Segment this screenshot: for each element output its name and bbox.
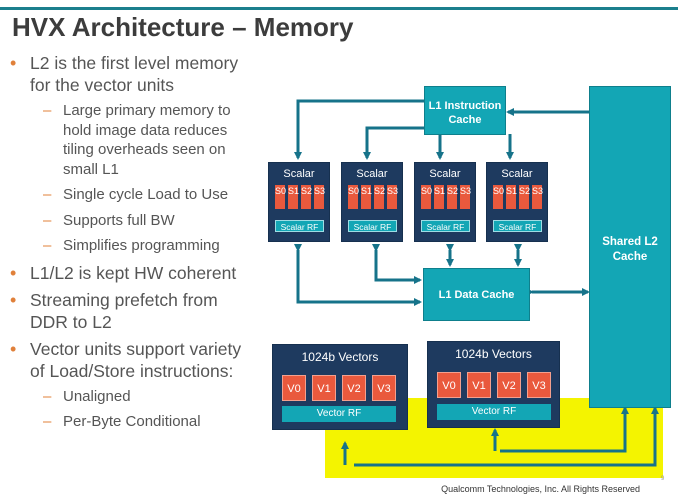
vector-register: V1 [312,375,336,401]
scalar-rf: Scalar RF [348,220,397,232]
bullet-dot-icon: • [10,53,17,73]
scalar-unit-label: Scalar [356,168,388,180]
vector-register: V3 [527,372,551,398]
scalar-register: S1 [361,185,372,209]
vector-register: V2 [342,375,366,401]
bullet-item: •Vector units support variety of Load/St… [10,338,242,381]
vector-rf: Vector RF [282,406,396,422]
scalar-register: S2 [519,185,530,209]
scalar-register: S3 [314,185,325,209]
scalar-register: S2 [447,185,458,209]
vector-register: V3 [372,375,396,401]
copyright-footer: Qualcomm Technologies, Inc. All Rights R… [441,484,640,494]
l1-instruction-cache: L1 Instruction Cache [424,86,506,135]
vector-register: V1 [467,372,491,398]
sub-bullet-item: –Simplifies programming [43,237,220,254]
scalar1-dcache-arrow [372,244,422,284]
title-divider [0,7,678,10]
bullet-item: •L2 is the first level memory for the ve… [10,53,239,95]
dash-icon: – [43,211,52,229]
scalar-register: S0 [493,185,504,209]
vector-unit: 1024b Vectors V0 V1 V2 V3 Vector RF [272,344,408,430]
scalar-register: S0 [348,185,359,209]
l1-data-cache: L1 Data Cache [423,268,530,321]
scalar-unit: Scalar S0 S1 S2 S3 Scalar RF [341,162,403,242]
scalar-register: S2 [374,185,385,209]
vector-unit-label: 1024b Vectors [455,347,532,361]
bullet-dot-icon: • [10,338,17,359]
vector-rf: Vector RF [437,404,551,420]
scalar-unit: Scalar S0 S1 S2 S3 Scalar RF [268,162,330,242]
scalar-unit-label: Scalar [429,168,461,180]
vector-register: V0 [437,372,461,398]
dash-icon: – [43,102,52,119]
bullet-item: •Streaming prefetch from DDR to L2 [10,289,218,332]
scalar-rf: Scalar RF [421,220,470,232]
vector-register: V0 [282,375,306,401]
dash-icon: – [43,413,52,430]
scalar0-dcache-arrow [294,244,422,306]
scalar-register: S1 [434,185,445,209]
sub-bullet-item: –Large primary memory to hold image data… [43,102,231,178]
scalar-register: S3 [387,185,398,209]
vector-unit-label: 1024b Vectors [301,350,379,364]
vector-register: V2 [497,372,521,398]
scalar-rf: Scalar RF [275,220,324,232]
dash-icon: – [43,237,52,254]
scalar-unit: Scalar S0 S1 S2 S3 Scalar RF [414,162,476,242]
scalar-register: S1 [288,185,299,209]
dash-icon: – [43,186,52,203]
scalar-register: S3 [460,185,471,209]
vector1-l2-arrow [500,406,629,453]
sub-bullet-item: –Supports full BW [43,211,175,229]
icache-to-scalar0-arrow [294,99,425,160]
page-number: 9 [661,476,665,482]
dash-icon: – [43,387,52,405]
scalar-register: S2 [301,185,312,209]
scalar-unit: Scalar S0 S1 S2 S3 Scalar RF [486,162,548,242]
slide-title: HVX Architecture – Memory [12,12,354,42]
bullet-item: •L1/L2 is kept HW coherent [10,262,237,283]
scalar-register: S1 [506,185,517,209]
scalar-register: S3 [532,185,543,209]
bullet-dot-icon: • [10,262,17,283]
scalar-unit-label: Scalar [283,168,315,180]
bullet-dot-icon: • [10,289,17,310]
scalar-rf: Scalar RF [493,220,542,232]
scalar-register: S0 [275,185,286,209]
shared-l2-cache: Shared L2 Cache [589,86,671,408]
vector-unit: 1024b Vectors V0 V1 V2 V3 Vector RF [427,341,560,428]
scalar-unit-label: Scalar [501,168,533,180]
sub-bullet-item: –Single cycle Load to Use [43,186,229,203]
icache-to-scalar1-arrow [363,126,425,160]
scalar-register: S0 [421,185,432,209]
sub-bullet-item: –Per-Byte Conditional [43,413,201,430]
bullet-list: •L2 is the first level memory for the ve… [8,52,258,438]
sub-bullet-item: –Unaligned [43,387,131,405]
vector0-l2-arrow [354,406,659,467]
